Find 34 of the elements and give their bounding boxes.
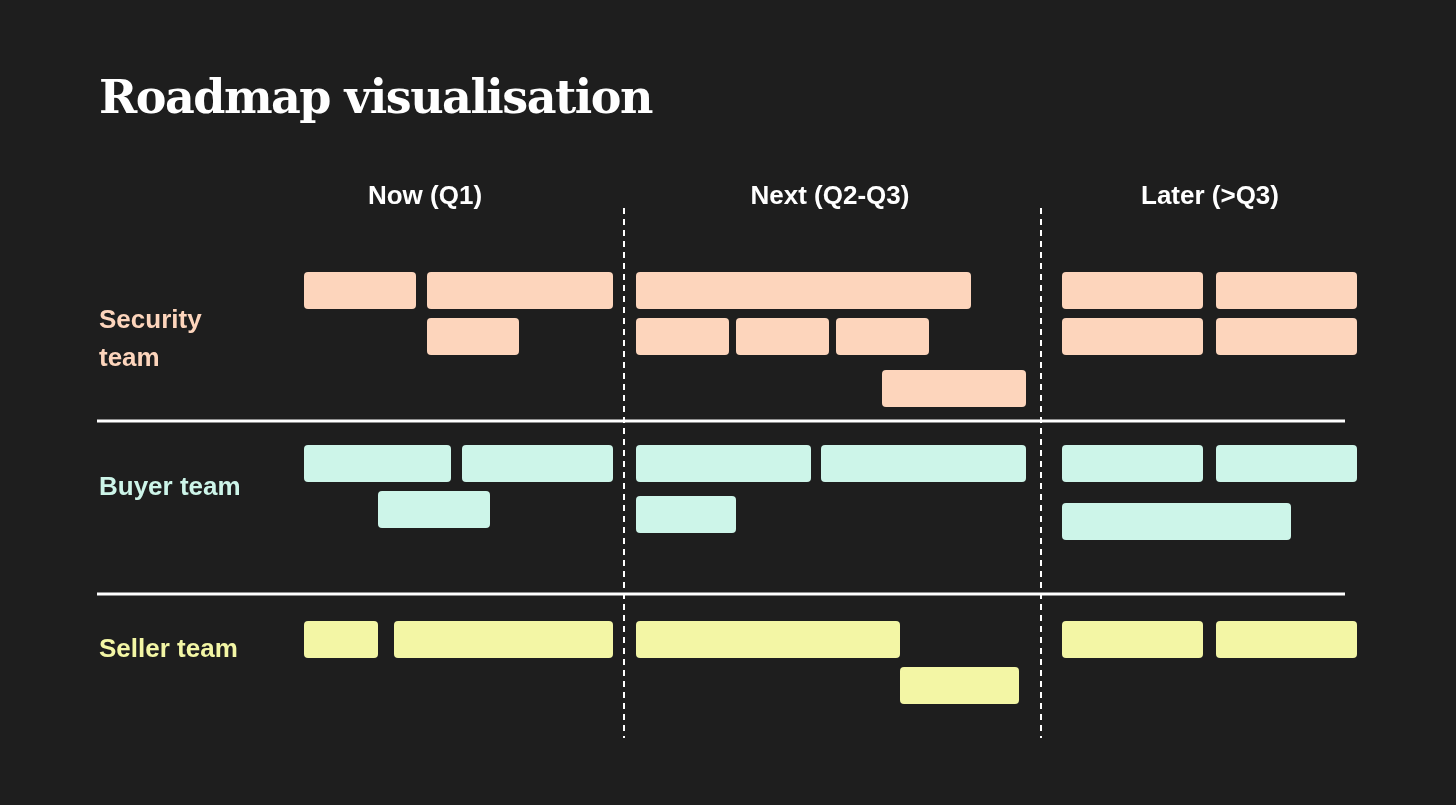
roadmap-bar [394, 621, 613, 658]
roadmap-bar [427, 272, 613, 309]
roadmap-bar [1062, 503, 1291, 540]
roadmap-bar [636, 272, 971, 309]
title: Roadmap visualisation [99, 70, 652, 124]
roadmap-bar [1216, 445, 1357, 482]
team-label: Security team [99, 303, 203, 374]
roadmap-bar [1062, 445, 1203, 482]
roadmap-bar [636, 318, 729, 355]
roadmap-bar [1062, 621, 1203, 658]
roadmap-bar [636, 621, 900, 658]
column-header: Later (>Q3) [1141, 180, 1279, 211]
roadmap-bar [1062, 272, 1203, 309]
column-header: Now (Q1) [367, 180, 483, 211]
roadmap-bar [636, 496, 736, 533]
team-label: Buyer team [99, 470, 242, 503]
roadmap-bar [1216, 621, 1357, 658]
roadmap-bar [1216, 318, 1357, 355]
roadmap-bar [900, 667, 1019, 704]
roadmap-bar [304, 445, 451, 482]
roadmap-bar [304, 272, 416, 309]
roadmap-bar [836, 318, 929, 355]
roadmap-bar [636, 445, 811, 482]
roadmap-bar [882, 370, 1026, 407]
roadmap-bar [1216, 272, 1357, 309]
roadmap-bar [1062, 318, 1203, 355]
roadmap-bar [462, 445, 613, 482]
team-label: Seller team [99, 632, 239, 665]
roadmap-bar [378, 491, 490, 528]
column-header: Next (Q2-Q3) [750, 180, 910, 211]
roadmap-bar [304, 621, 378, 658]
roadmap-bar [427, 318, 519, 355]
roadmap-bar [736, 318, 829, 355]
roadmap-bar [821, 445, 1026, 482]
